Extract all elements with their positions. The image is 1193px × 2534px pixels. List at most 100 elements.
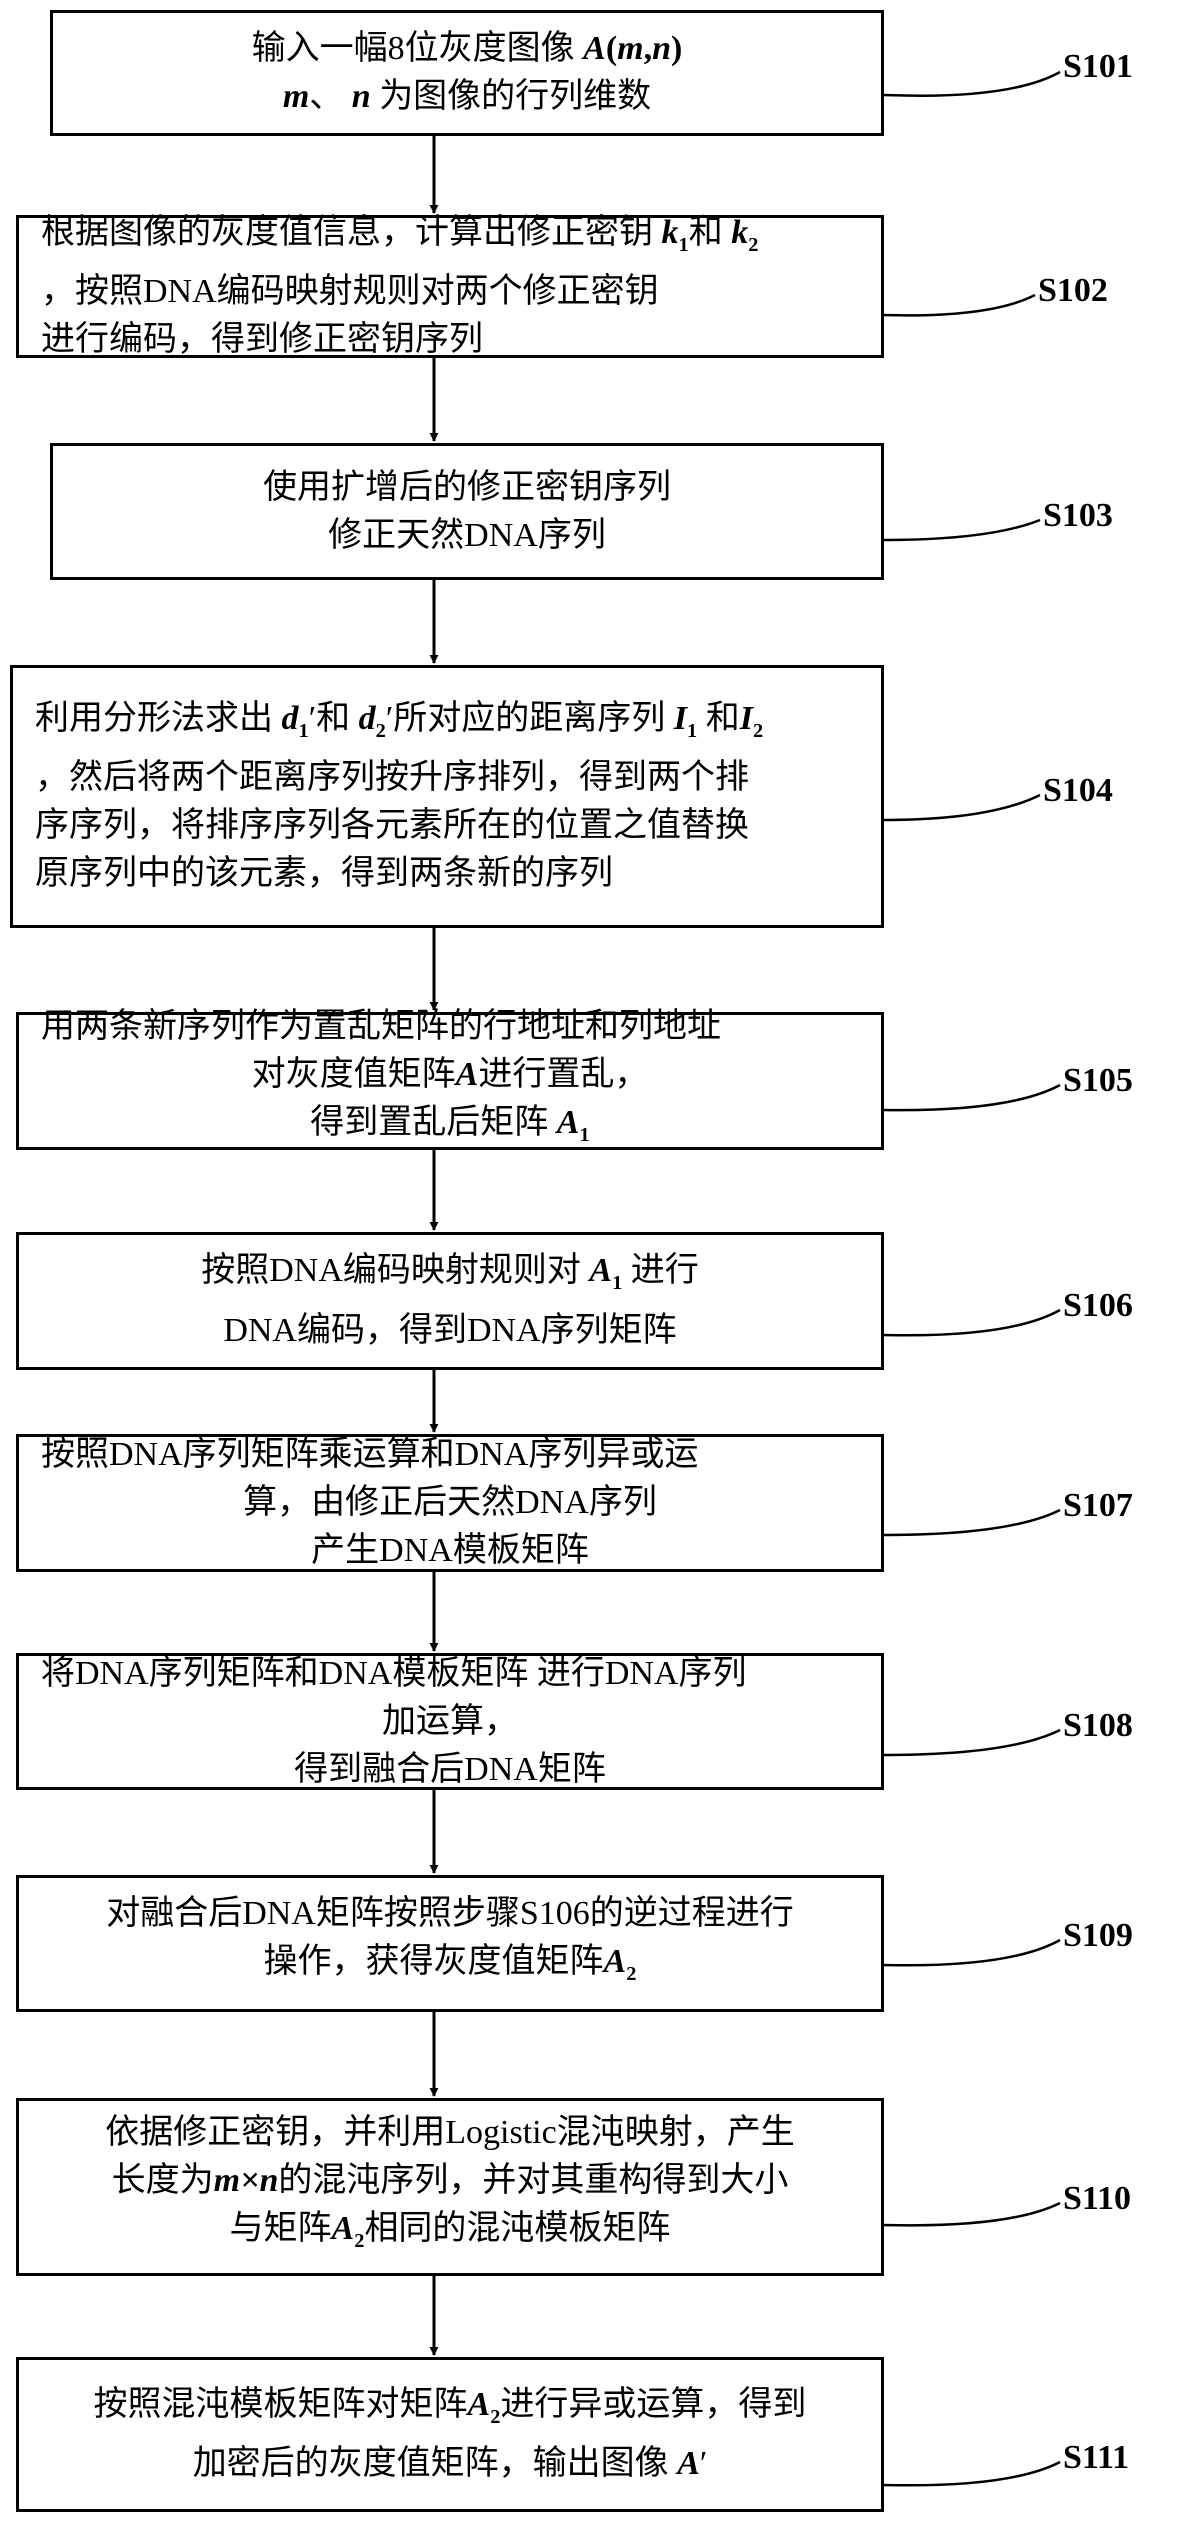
math-subscript: 1 [678,233,689,256]
math-symbol: A [603,1942,627,1980]
math-subscript: 1 [687,719,698,742]
math-symbol: I [739,699,753,737]
math-symbol: A [331,2210,355,2248]
leader-s105 [883,1083,1061,1112]
math-subscript: 2 [354,2229,365,2252]
step-box-s106: 按照DNA编码映射规则对 A1 进行 DNA编码，得到DNA序列矩阵 [16,1232,884,1370]
step-box-s102: 根据图像的灰度值信息，计算出修正密钥 k1和 k2 ，按照DNA编码映射规则对两… [16,213,884,358]
text-run: 得到置乱后矩阵 [310,1104,557,1142]
text-run: 序序列，将排序序列各元素所在的位置之值替换 [35,807,749,845]
text-run: , [643,30,653,67]
step-line: 得到融合后DNA矩阵 [19,1746,881,1794]
step-box-s109: 对融合后DNA矩阵按照步骤S106的逆过程进行 操作，获得灰度值矩阵A2 [16,1875,884,2012]
text-run: 的混沌序列，并对其重构得到大小 [278,2162,789,2200]
step-line: 原序列中的该元素，得到两条新的序列 [13,850,881,898]
step-line: 按照DNA序列矩阵乘运算和DNA序列异或运 [19,1431,881,1479]
text-run: 和 [697,699,740,737]
math-subscript: 1 [579,1123,590,1146]
step-line: 利用分形法求出 d1′和 d2′所对应的距离序列 I1 和I2 [13,695,881,755]
step-line: DNA编码，得到DNA序列矩阵 [19,1307,881,1355]
text-run: 根据图像的灰度值信息，计算出修正密钥 [41,213,662,251]
text-run: ) [671,30,683,67]
step-label-s108: S108 [1063,1707,1133,1744]
step-label-s110: S110 [1063,2180,1132,2217]
step-line: 序序列，将排序序列各元素所在的位置之值替换 [13,802,881,850]
math-symbol: n [652,30,672,67]
text-run: 为图像的行列维数 [370,78,652,115]
step-label-s105: S105 [1063,1062,1133,1099]
text-run: 长度为 [111,2162,214,2200]
step-box-s101: 输入一幅8位灰度图像 A(m,n) m、 n 为图像的行列维数 [50,10,884,136]
step-line: 依据修正密钥，并利用Logistic混沌映射，产生 [19,2109,881,2157]
text-run: 操作，获得灰度值矩阵 [263,1942,604,1980]
math-symbol: m×n [213,2162,279,2200]
text-run: 加密后的灰度值矩阵，输出图像 [192,2445,678,2483]
leader-s103 [883,518,1041,542]
text-run: 利用分形法求出 [35,699,282,737]
text-run: ′ [699,2445,708,2483]
text-run: 对灰度值矩阵 [251,1056,456,1094]
math-symbol: A [455,1056,479,1094]
leader-s102 [883,293,1036,317]
math-symbol: A [467,2385,491,2423]
step-label-s104: S104 [1043,772,1113,809]
step-line: 使用扩增后的修正密钥序列 [53,464,881,512]
text-run: 进行置乱， [478,1056,649,1094]
math-subscript: 2 [490,2405,501,2428]
step-label-s101: S101 [1063,48,1133,85]
text-run: 得到融合后DNA矩阵 [294,1750,606,1788]
math-symbol: A [589,1252,613,1290]
text-run: ( [605,30,618,67]
leader-s108 [883,1728,1061,1757]
step-line: 按照DNA编码映射规则对 A1 进行 [19,1247,881,1307]
text-run: 相同的混沌模板矩阵 [364,2210,671,2248]
step-box-s107: 按照DNA序列矩阵乘运算和DNA序列异或运 算，由修正后天然DNA序列 产生DN… [16,1434,884,1572]
text-run: 对融合后DNA矩阵按照步骤S106的逆过程进行 [106,1894,794,1932]
text-run: 算，由修正后天然DNA序列 [243,1484,657,1521]
step-line: m、 n 为图像的行列维数 [53,73,881,121]
math-symbol: A [583,30,606,67]
step-line: 对灰度值矩阵A进行置乱， [19,1051,881,1099]
text-run: 与矩阵 [229,2210,332,2248]
math-symbol: k [661,213,679,251]
math-subscript: 2 [752,719,764,742]
text-run: ′和 [308,699,359,737]
text-run: 按照DNA序列矩阵乘运算和DNA序列异或运 [41,1436,699,1473]
step-box-s108: 将DNA序列矩阵和DNA模板矩阵 进行DNA序列 加运算， 得到融合后DNA矩阵 [16,1653,884,1790]
text-run: ，然后将两个距离序列按升序排列，得到两个排 [35,759,749,797]
step-box-s110: 依据修正密钥，并利用Logistic混沌映射，产生 长度为m×n的混沌序列，并对… [16,2098,884,2276]
step-box-s103: 使用扩增后的修正密钥序列 修正天然DNA序列 [50,443,884,580]
step-line: 得到置乱后矩阵 A1 [19,1099,881,1159]
step-line: 按照混沌模板矩阵对矩阵A2进行异或运算，得到 [19,2381,881,2441]
text-run: DNA编码，得到DNA序列矩阵 [223,1311,677,1349]
leader-s101 [883,70,1061,98]
step-line: 进行编码，得到修正密钥序列 [19,316,881,364]
math-subscript: 1 [298,719,309,742]
text-run: ′所对应的距离序列 [385,699,674,737]
math-subscript: 2 [375,719,386,742]
math-symbol: n [351,78,371,115]
text-run: 依据修正密钥，并利用Logistic混沌映射，产生 [105,2114,795,2152]
text-run: 进行 [622,1252,699,1290]
leader-s106 [883,1308,1061,1337]
step-line: ，然后将两个距离序列按升序排列，得到两个排 [13,754,881,802]
step-line: 算，由修正后天然DNA序列 [19,1479,881,1527]
step-line: 输入一幅8位灰度图像 A(m,n) [53,25,881,73]
math-subscript: 2 [626,1962,637,1985]
text-run: 进行异或运算，得到 [500,2385,807,2423]
text-run: 进行编码，得到修正密钥序列 [41,321,483,359]
text-run: 原序列中的该元素，得到两条新的序列 [35,855,613,893]
math-symbol: A [556,1104,580,1142]
step-line: ，按照DNA编码映射规则对两个修正密钥 [19,268,881,316]
step-label-s103: S103 [1043,497,1113,534]
step-line: 与矩阵A2相同的混沌模板矩阵 [19,2205,881,2265]
step-line: 用两条新序列作为置乱矩阵的行地址和列地址 [19,1003,881,1051]
text-run: 修正天然DNA序列 [328,516,606,554]
math-symbol: m [282,78,310,115]
leader-s104 [883,793,1041,822]
text-run: 产生DNA模板矩阵 [311,1532,589,1569]
math-symbol: d [358,699,376,737]
leader-s109 [883,1938,1061,1967]
step-line: 产生DNA模板矩阵 [19,1527,881,1575]
